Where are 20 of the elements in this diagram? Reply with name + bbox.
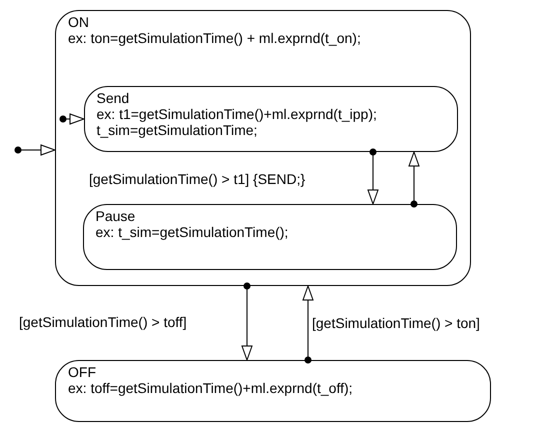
state-name: Pause xyxy=(96,208,136,224)
state-name: OFF xyxy=(68,364,96,380)
state-box xyxy=(82,204,456,270)
transition-label: [getSimulationTime() > t1] {SEND;} xyxy=(88,171,306,187)
transition-arrow xyxy=(60,114,84,124)
state-action: ex: t_sim=getSimulationTime(); xyxy=(96,224,288,240)
state-action: ex: ton=getSimulationTime() + ml.exprnd(t_on); xyxy=(68,30,361,46)
state-box xyxy=(84,86,458,152)
transition-arrow xyxy=(14,144,56,156)
state-name: ON xyxy=(68,14,89,30)
state-action: ex: toff=getSimulationTime()+ml.exprnd(t_off); xyxy=(68,380,353,396)
state-box xyxy=(55,360,491,422)
state-name: Send xyxy=(96,90,130,106)
transition-arrow xyxy=(242,282,252,360)
transition-arrow xyxy=(302,286,314,364)
transition-label: [getSimulationTime() > ton] xyxy=(311,315,481,331)
transition-arrow xyxy=(368,148,378,204)
transition-label: [getSimulationTime() > toff] xyxy=(18,314,188,330)
transition-arrow xyxy=(408,152,420,208)
state-action: ex: t1=getSimulationTime()+ml.exprnd(t_ipp); t_sim=getSimulationTime; xyxy=(96,106,378,138)
